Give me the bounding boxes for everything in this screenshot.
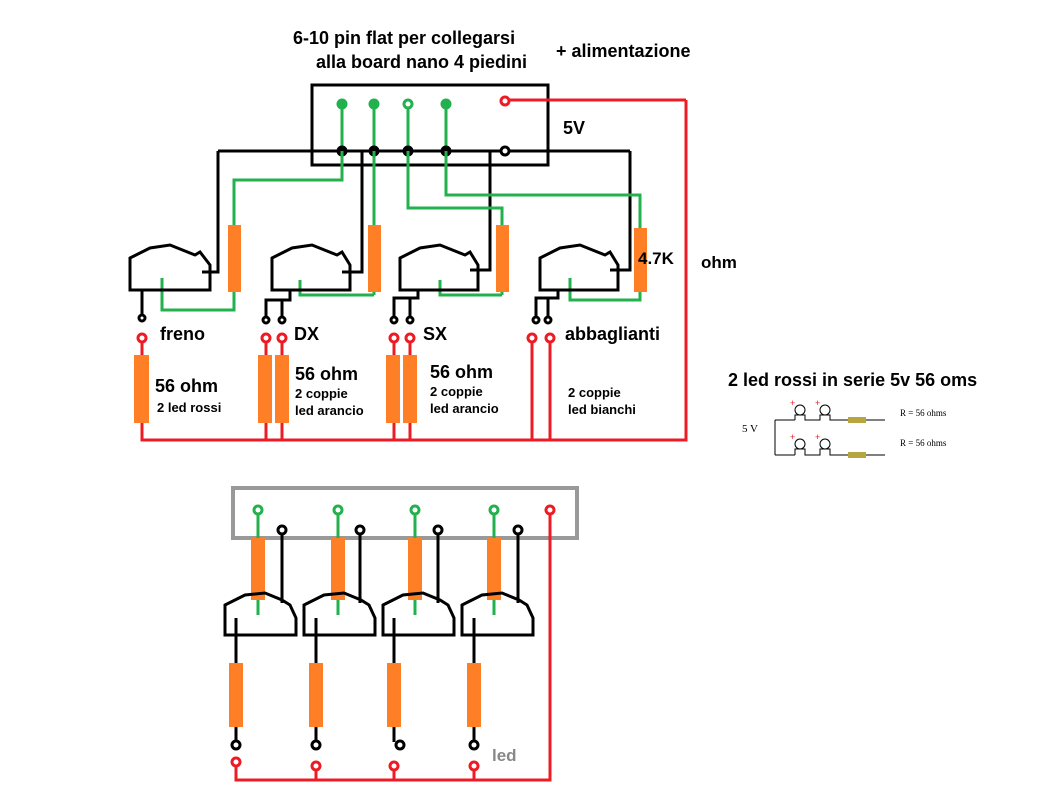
channel-resistor-freno: 56 ohm [155, 376, 218, 396]
bottom-resistors-top [251, 538, 501, 600]
top-switches [128, 243, 620, 292]
header-line2: alla board nano 4 piedini [316, 52, 527, 72]
top-resistors [228, 225, 647, 292]
svg-text:+: + [815, 432, 820, 442]
side-note-voltage: 5 V [742, 423, 758, 435]
header-line1: 6-10 pin flat per collegarsi [293, 28, 515, 48]
channel-name-abbaglianti: abbaglianti [565, 324, 660, 344]
bottom-led-label: led [492, 746, 517, 765]
channel-name-freno: freno [160, 324, 205, 344]
channel-leds-sx: 2 coppie [430, 384, 483, 399]
svg-text:+: + [815, 398, 820, 408]
channel-resistor-dx: 56 ohm [295, 364, 358, 384]
bottom-switches [223, 591, 535, 637]
side-note-schematic: 5 V + + + + R = 56 ohms R = 56 ohms [742, 398, 947, 458]
bottom-resistors-lower [229, 663, 481, 727]
switch-legs [137, 290, 560, 325]
side-note-r1: R = 56 ohms [900, 408, 947, 418]
channel-leds2-sx: led arancio [430, 401, 499, 416]
connector-red-pin [499, 95, 686, 107]
header-alimentazione: + alimentazione [556, 41, 691, 61]
bottom-legs [230, 618, 480, 751]
channel-leds-freno: 2 led rossi [157, 400, 221, 415]
channel-name-sx: SX [423, 324, 447, 344]
top-connector [310, 83, 550, 167]
led-resistors [134, 355, 417, 423]
connector-green-pins [336, 98, 452, 150]
side-note-title: 2 led rossi in serie 5v 56 oms [728, 370, 977, 390]
side-note-r2: R = 56 ohms [900, 438, 947, 448]
channel-leds-abbaglianti: 2 coppie [568, 385, 621, 400]
pullup-value: 4.7K [638, 249, 675, 268]
bottom-led-terminals [230, 756, 480, 780]
channel-leds2-abbaglianti: led bianchi [568, 402, 636, 417]
bottom-connector [231, 486, 579, 540]
header-voltage: 5V [563, 118, 585, 138]
svg-text:+: + [790, 398, 795, 408]
pullup-unit: ohm [701, 253, 737, 272]
channel-resistor-sx: 56 ohm [430, 362, 493, 382]
channel-leds-dx: 2 coppie [295, 386, 348, 401]
svg-text:+: + [790, 432, 795, 442]
channel-name-dx: DX [294, 324, 319, 344]
channel-leds2-dx: led arancio [295, 403, 364, 418]
led-terminals [136, 332, 556, 344]
